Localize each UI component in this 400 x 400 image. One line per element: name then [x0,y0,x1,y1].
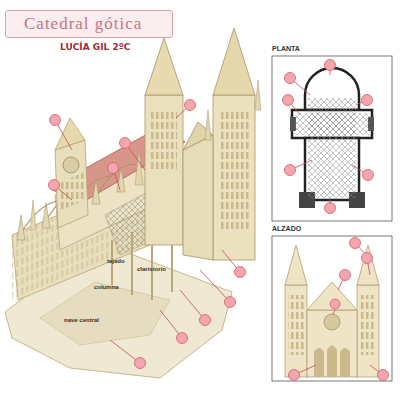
part-label: columna [94,284,119,290]
part-label: tejado [107,258,125,264]
panel-heading: PLANTA [272,45,300,52]
part-label: claristorio [137,266,166,272]
drawing-panel: PLANTA [272,56,392,221]
part-label: nave central [64,317,99,323]
panel-heading: ALZADO [272,225,301,232]
drawing-panel: ALZADO [272,236,392,381]
author-label: LUCÍA GIL 2ºC [60,42,130,52]
title-box: Catedral gótica [5,10,173,38]
title-text: Catedral gótica [24,14,142,34]
